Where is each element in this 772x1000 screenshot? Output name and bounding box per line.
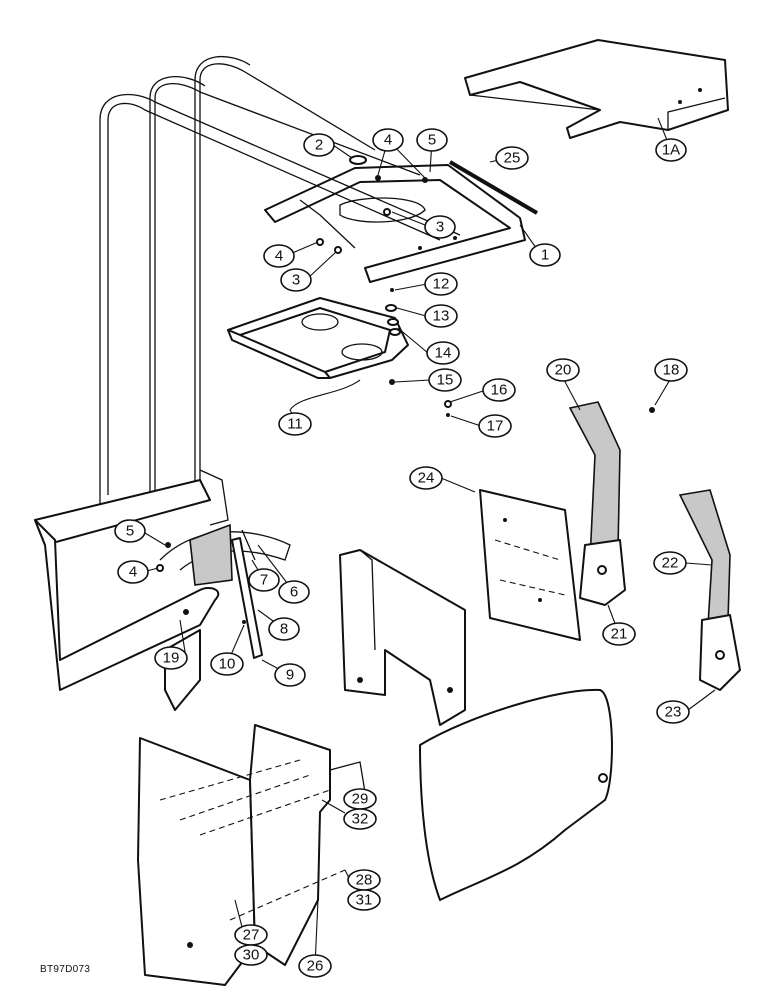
svg-text:19: 19: [163, 650, 180, 667]
callout-4b: 4: [263, 244, 295, 268]
svg-text:8: 8: [280, 621, 288, 638]
callout-16: 16: [482, 378, 516, 402]
panel-24: [479, 489, 581, 641]
svg-text:17: 17: [487, 418, 504, 435]
callout-27: 27: [234, 924, 268, 946]
rear-frame: [339, 549, 466, 726]
svg-text:20: 20: [555, 362, 572, 379]
svg-text:30: 30: [243, 947, 260, 964]
callout-26: 26: [298, 954, 332, 978]
callout-12: 12: [424, 272, 458, 296]
svg-text:9: 9: [286, 667, 294, 684]
callout-14: 14: [426, 341, 460, 365]
reference-code: BT97D073: [40, 964, 91, 975]
svg-text:23: 23: [665, 704, 682, 721]
callout-17: 17: [478, 414, 512, 438]
callout-31: 31: [347, 889, 381, 911]
svg-text:2: 2: [315, 137, 323, 154]
callout-20: 20: [546, 358, 580, 382]
svg-text:14: 14: [435, 345, 452, 362]
callout-6: 6: [278, 580, 310, 604]
svg-text:5: 5: [428, 132, 436, 149]
svg-text:3: 3: [436, 219, 444, 236]
rear-lower-panels: [137, 724, 346, 986]
callout-25: 25: [495, 146, 529, 170]
callout-24: 24: [409, 466, 443, 490]
panel-11: [227, 297, 409, 379]
svg-text:31: 31: [356, 892, 373, 909]
svg-text:13: 13: [433, 308, 450, 325]
callout-15: 15: [428, 368, 462, 392]
svg-text:1: 1: [541, 247, 549, 264]
door-panel: [419, 688, 613, 901]
callout-13: 13: [424, 304, 458, 328]
svg-text:1A: 1A: [662, 142, 680, 159]
svg-text:3: 3: [292, 272, 300, 289]
post-20-21: [568, 401, 626, 606]
callout-8: 8: [268, 617, 300, 641]
svg-text:28: 28: [356, 872, 373, 889]
svg-text:4: 4: [384, 132, 392, 149]
callout-23: 23: [656, 700, 690, 724]
callout-19: 19: [154, 646, 188, 670]
svg-text:4: 4: [275, 248, 283, 265]
svg-text:21: 21: [611, 626, 628, 643]
callout-29: 29: [343, 788, 377, 810]
svg-text:16: 16: [491, 382, 508, 399]
svg-text:11: 11: [287, 416, 303, 433]
callout-4c: 4: [117, 560, 149, 584]
svg-text:22: 22: [662, 555, 679, 572]
callout-7: 7: [248, 568, 280, 592]
callouts: 1A 2 4 5 25 3 4 3 1 12 13 14 15 11 16 17…: [114, 128, 690, 978]
svg-text:6: 6: [290, 584, 298, 601]
svg-text:12: 12: [433, 276, 450, 293]
callout-18: 18: [654, 358, 688, 382]
svg-text:27: 27: [243, 927, 260, 944]
roof-panel-1: [264, 164, 526, 283]
svg-text:15: 15: [437, 372, 454, 389]
callout-30: 30: [234, 944, 268, 966]
callout-3b: 3: [280, 268, 312, 292]
callout-9: 9: [274, 663, 306, 687]
callout-10: 10: [210, 652, 244, 676]
callout-5a: 5: [416, 128, 448, 152]
callout-4a: 4: [372, 128, 404, 152]
callout-2: 2: [303, 133, 335, 157]
svg-text:4: 4: [129, 564, 137, 581]
svg-text:7: 7: [260, 572, 268, 589]
callout-21: 21: [602, 622, 636, 646]
struts-7-8: [231, 529, 263, 659]
callout-5b: 5: [114, 519, 146, 543]
callout-22: 22: [653, 551, 687, 575]
post-22-23: [678, 489, 741, 691]
callout-28: 28: [347, 869, 381, 891]
svg-text:5: 5: [126, 523, 134, 540]
svg-text:29: 29: [352, 791, 369, 808]
callout-3a: 3: [424, 215, 456, 239]
roof-panel-1a: [464, 39, 729, 139]
svg-text:26: 26: [307, 958, 324, 975]
svg-text:25: 25: [504, 150, 521, 167]
svg-text:18: 18: [663, 362, 680, 379]
callout-32: 32: [343, 808, 377, 830]
callout-1a: 1A: [655, 138, 687, 162]
hardware: [156, 155, 655, 624]
rops-tubes: [99, 55, 461, 520]
svg-text:24: 24: [418, 470, 435, 487]
left-side-panel: [34, 469, 291, 711]
callout-11: 11: [278, 412, 312, 436]
svg-text:10: 10: [219, 656, 236, 673]
callout-1: 1: [529, 243, 561, 267]
svg-text:32: 32: [352, 811, 369, 828]
strip-25: [448, 160, 539, 215]
